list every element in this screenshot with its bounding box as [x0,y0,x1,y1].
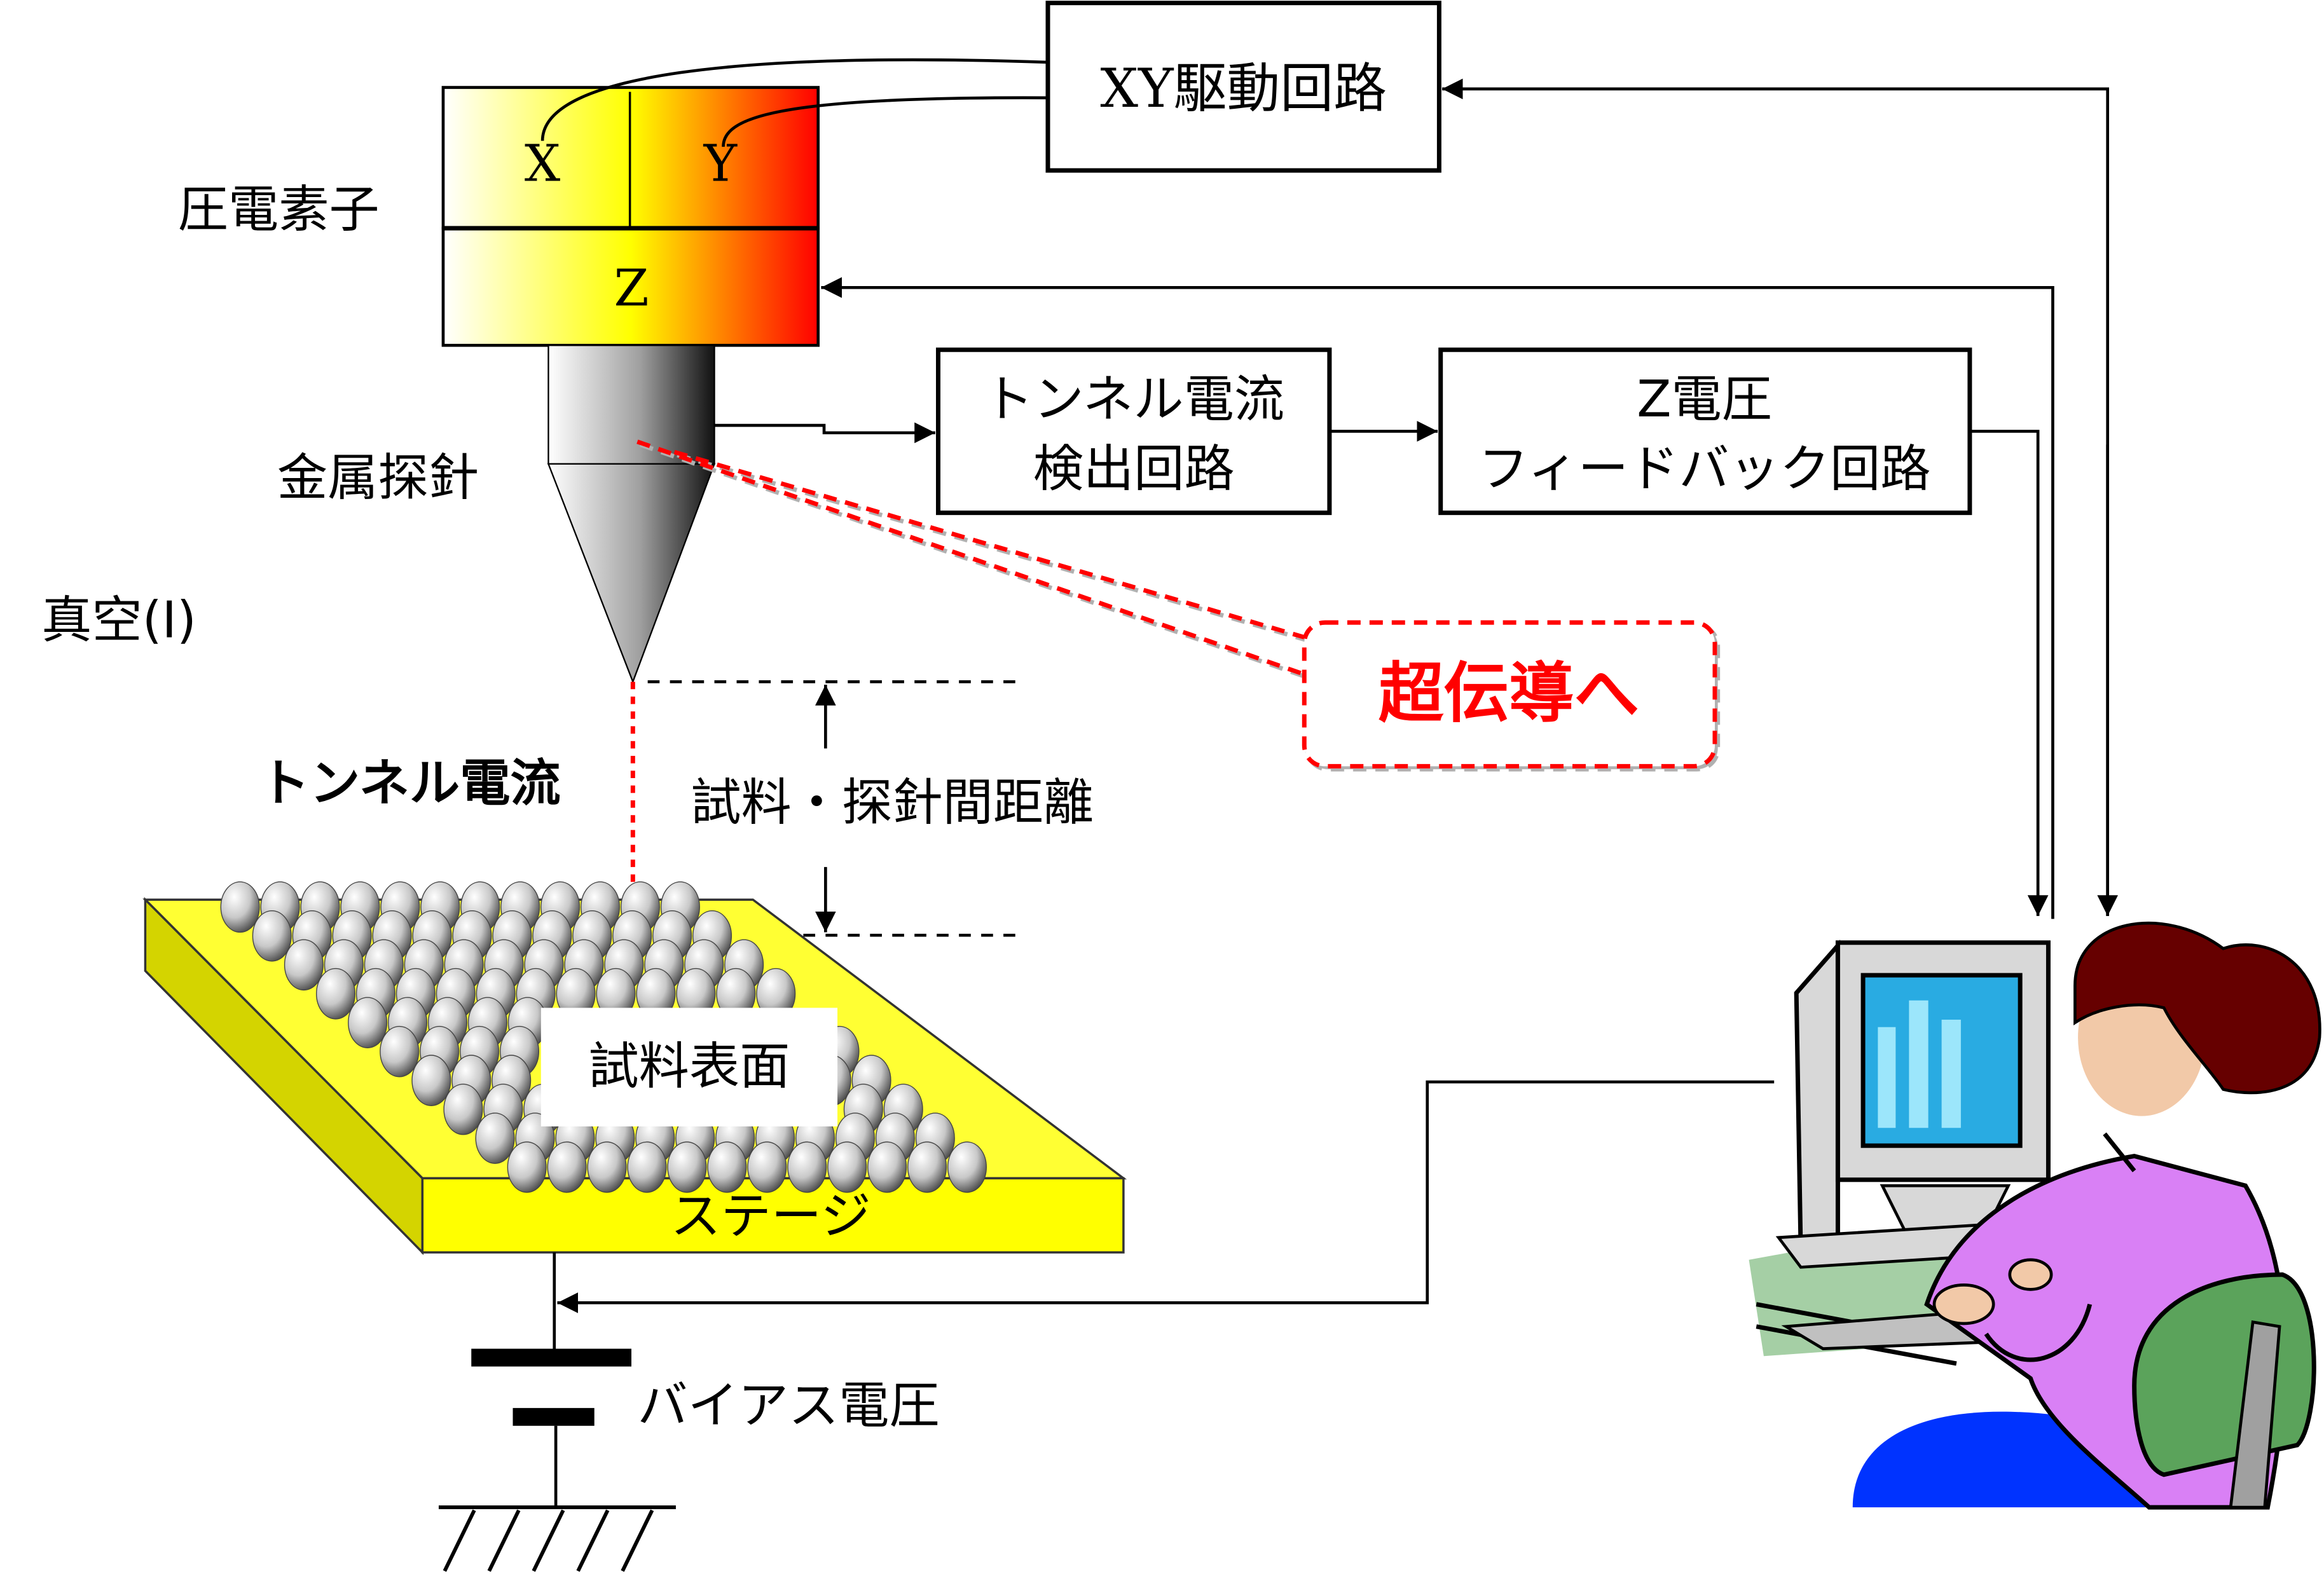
computer-to-z-line [821,277,2054,919]
piezo-y-label: Y [703,133,738,193]
distance-label: 試料・探針間距離 [691,772,1094,831]
piezo-x-label: X [525,133,561,193]
battery-long-plate [471,1348,632,1367]
vacuum-label: 真空(I) [41,591,196,650]
probe-to-detect-line [714,422,935,444]
atom [827,1141,867,1193]
xy-drive-circuit-box: XY駆動回路 [1045,1,1441,173]
atom [907,1141,947,1193]
atom [380,1025,420,1078]
atom [475,1112,515,1164]
tunnel-detect-line1: トンネル電流 [983,369,1284,428]
wire-y [722,96,1049,147]
z-feedback-circuit-box: Z電圧 フィードバック回路 [1438,347,1972,516]
sample-label: 試料表面 [588,1036,790,1095]
bias-voltage-label: バイアス電圧 [637,1376,939,1435]
battery-short-plate [512,1407,595,1426]
ground-icon [438,1505,676,1572]
wire-x [540,58,1049,141]
bias-circuit [438,1252,676,1572]
computer-to-bias-line [557,1080,1775,1313]
atom [627,1141,667,1193]
xy-drive-circuit-label: XY駆動回路 [1100,57,1387,120]
piezo-element: X Y Z [441,86,820,347]
piezo-z-block [441,226,820,347]
superconductivity-callout [636,439,1717,769]
atom [547,1141,587,1193]
sample-label-box [540,1008,838,1126]
atom [587,1141,627,1193]
atom [411,1055,451,1106]
atom [707,1141,747,1193]
atom [787,1141,827,1193]
atom [867,1141,907,1193]
operator-at-computer-icon [1749,921,2321,1510]
stage-label: ステージ [670,1186,870,1245]
callout-label: 超伝導へ [1379,656,1639,732]
tunnel-current-label: トンネル電流 [259,753,561,812]
piezo-z-label: Z [614,258,649,317]
metal-probe [547,345,716,684]
atom [443,1083,483,1135]
atom [284,939,324,991]
atom [348,997,388,1049]
atom [947,1141,987,1193]
atom [220,881,260,933]
tunnel-detect-circuit-box: トンネル電流 検出回路 [936,347,1332,516]
atom [252,910,292,962]
z-feedback-line2: フィードバック回路 [1478,439,1931,498]
atom [315,968,355,1020]
piezo-label: 圧電素子 [178,180,380,239]
probe-label: 金属探針 [277,448,479,507]
stage: 試料表面 ステージ [142,881,1127,1256]
atom [747,1141,787,1193]
tunnel-detect-line2: 検出回路 [1033,439,1235,498]
atom [507,1141,547,1193]
atom [667,1141,707,1193]
feedback-to-computer-line [1969,430,2049,916]
z-feedback-line1: Z電圧 [1637,369,1772,428]
chair-icon [2132,1272,2316,1509]
